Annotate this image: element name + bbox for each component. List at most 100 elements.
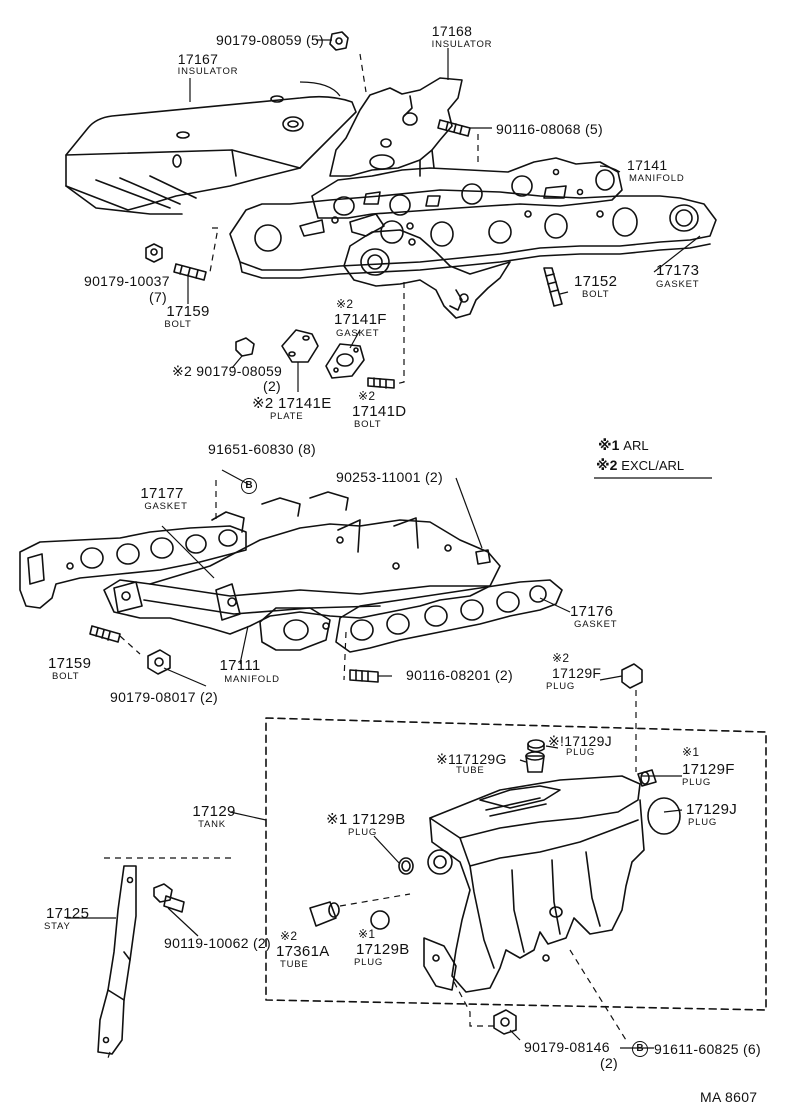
intake-manifold-17111-drawing <box>103 491 501 651</box>
callout-nut-90179-08059: 90179-08059 (5) <box>216 32 325 48</box>
marker-b-bottom: B <box>632 1041 648 1057</box>
gasket-17176-drawing <box>335 579 563 653</box>
callout-17129j-large-number: 17129J <box>686 801 738 818</box>
callout-17361a-mark: ※2 <box>280 929 298 943</box>
bolt-17141d-drawing <box>367 377 395 389</box>
callout-nut-90179-10037: 90179-10037 <box>84 273 170 289</box>
callout-17177-caption: GASKET <box>144 501 188 512</box>
callout-bolt-90119-10062: 90119-10062 (2) <box>164 935 271 951</box>
plug-17129b-lower-drawing <box>370 910 390 930</box>
callout-17176-number: 17176 <box>570 603 614 620</box>
callout-17152-number: 17152 <box>574 273 618 290</box>
plug-17129j-small-drawing <box>527 739 545 753</box>
callout-nut-90179-08059-excl: ※2 90179-08059 <box>172 363 283 379</box>
callout-17168-caption: INSULATOR <box>431 39 493 50</box>
callout-17176-caption: GASKET <box>574 619 618 630</box>
stud-90116-08068-drawing <box>437 119 471 137</box>
callout-17141d-mark: ※2 <box>358 389 376 403</box>
nut-90179-08017-drawing <box>147 649 171 675</box>
callout-91611-60825: 91611-60825 (6) <box>654 1041 761 1057</box>
gasket-17141f-drawing <box>325 343 365 379</box>
plug-17129j-large-drawing <box>647 797 681 835</box>
callout-17129f-right-caption: PLUG <box>682 777 712 788</box>
callout-17159-mid-caption: BOLT <box>52 671 80 682</box>
callout-91651-60830: 91651-60830 (8) <box>208 441 317 457</box>
callout-17129j-small-caption: PLUG <box>566 747 596 758</box>
callout-17167-number: 17167 <box>177 51 219 67</box>
callout-nut-90179-08017: 90179-08017 (2) <box>110 689 219 705</box>
callout-17173-caption: GASKET <box>656 279 700 290</box>
tube-17361a-drawing <box>309 901 340 927</box>
callout-17111-caption: MANIFOLD <box>224 674 280 685</box>
callout-17129b-side-number: ※1 17129B <box>326 811 406 828</box>
callout-17129b-lower-caption: PLUG <box>354 957 384 968</box>
callout-17111-number: 17111 <box>219 657 261 674</box>
callout-17159-top-caption: BOLT <box>164 319 192 330</box>
callout-17177-number: 17177 <box>140 485 184 502</box>
gasket-17173-drawing <box>229 189 717 279</box>
callout-17129g-caption: TUBE <box>456 765 485 776</box>
nut-90179-08059-top-drawing <box>329 31 349 51</box>
legend-arl-mark: ※1 <box>598 437 620 453</box>
plug-90253-11001-drawing <box>475 549 491 565</box>
callout-17141f-mark: ※2 <box>336 297 354 311</box>
callout-stud-90116-08201: 90116-08201 (2) <box>406 667 513 683</box>
legend-arl: ※1 ARL <box>598 438 649 452</box>
bolt-90119-10062-drawing <box>153 883 185 913</box>
callout-17173-number: 17173 <box>656 262 700 279</box>
plug-17129f-right-drawing <box>637 769 657 787</box>
callout-17141f-number: 17141F <box>334 311 387 328</box>
callout-17129j-large-caption: PLUG <box>688 817 718 828</box>
callout-17141d-number: 17141D <box>352 403 407 420</box>
callout-17141-number: 17141 <box>627 157 668 173</box>
callout-17361a-number: 17361A <box>276 943 330 960</box>
callout-17167-caption: INSULATOR <box>177 66 239 77</box>
callout-17152-caption: BOLT <box>582 289 610 300</box>
legend-arl-text: ARL <box>623 438 649 453</box>
callout-nut-90179-08146-qty: (2) <box>600 1055 619 1071</box>
callout-17129g-number: ※117129G <box>436 751 507 767</box>
bolt-17152-drawing <box>543 267 563 307</box>
stud-90116-08201-drawing <box>349 669 379 683</box>
callout-17129-number: 17129 <box>192 803 236 820</box>
callout-stud-90116-08068: 90116-08068 (5) <box>496 121 603 137</box>
insulator-17167-drawing <box>65 95 357 215</box>
plug-17129f-top-drawing <box>621 663 643 689</box>
callout-nut-90179-08146: 90179-08146 <box>524 1039 610 1055</box>
callout-nut-90179-10037-qty: (7) <box>148 289 168 305</box>
tube-17129g-drawing <box>525 751 545 773</box>
callout-17129b-side-caption: PLUG <box>348 827 378 838</box>
marker-b-top: B <box>241 478 257 494</box>
callout-17129f-right-mark: ※1 <box>682 745 700 759</box>
plug-17129b-side-drawing <box>398 857 414 875</box>
callout-17168-number: 17168 <box>431 23 473 39</box>
callout-17361a-caption: TUBE <box>280 959 309 970</box>
insulator-17168-drawing <box>329 77 463 177</box>
callout-17141d-caption: BOLT <box>354 419 382 430</box>
callout-17129b-lower-mark: ※1 <box>358 927 376 941</box>
callout-17129f-top-number: 17129F <box>552 665 602 681</box>
callout-17129f-right-number: 17129F <box>682 761 735 778</box>
callout-17141e-number: ※2 17141E <box>252 395 332 412</box>
stay-17125-drawing <box>97 865 137 1055</box>
legend-excl-arl-text: EXCL/ARL <box>621 458 685 473</box>
nut-90179-08059-lower-drawing <box>235 337 255 357</box>
callout-17129f-top-mark: ※2 <box>552 651 570 665</box>
callout-17129b-lower-number: 17129B <box>356 941 410 958</box>
callout-90253-11001: 90253-11001 (2) <box>336 469 443 485</box>
diagram-code: MA 8607 <box>700 1089 758 1105</box>
callout-17141f-caption: GASKET <box>336 328 380 339</box>
gasket-17177-drawing <box>19 525 247 609</box>
callout-17125-number: 17125 <box>46 905 90 922</box>
callout-17129j-small-number: ※!17129J <box>548 733 612 749</box>
nut-90179-08146-drawing <box>493 1009 517 1035</box>
callout-17141e-caption: PLATE <box>270 411 304 422</box>
plate-17141e-drawing <box>281 329 319 363</box>
callout-17129-caption: TANK <box>198 819 226 830</box>
bolt-17159-top-drawing <box>173 263 207 281</box>
callout-17159-mid-number: 17159 <box>48 655 92 672</box>
callout-17129f-top-caption: PLUG <box>546 681 576 692</box>
nut-90179-10037-drawing <box>145 243 163 263</box>
surge-tank-17129-drawing <box>423 775 645 993</box>
